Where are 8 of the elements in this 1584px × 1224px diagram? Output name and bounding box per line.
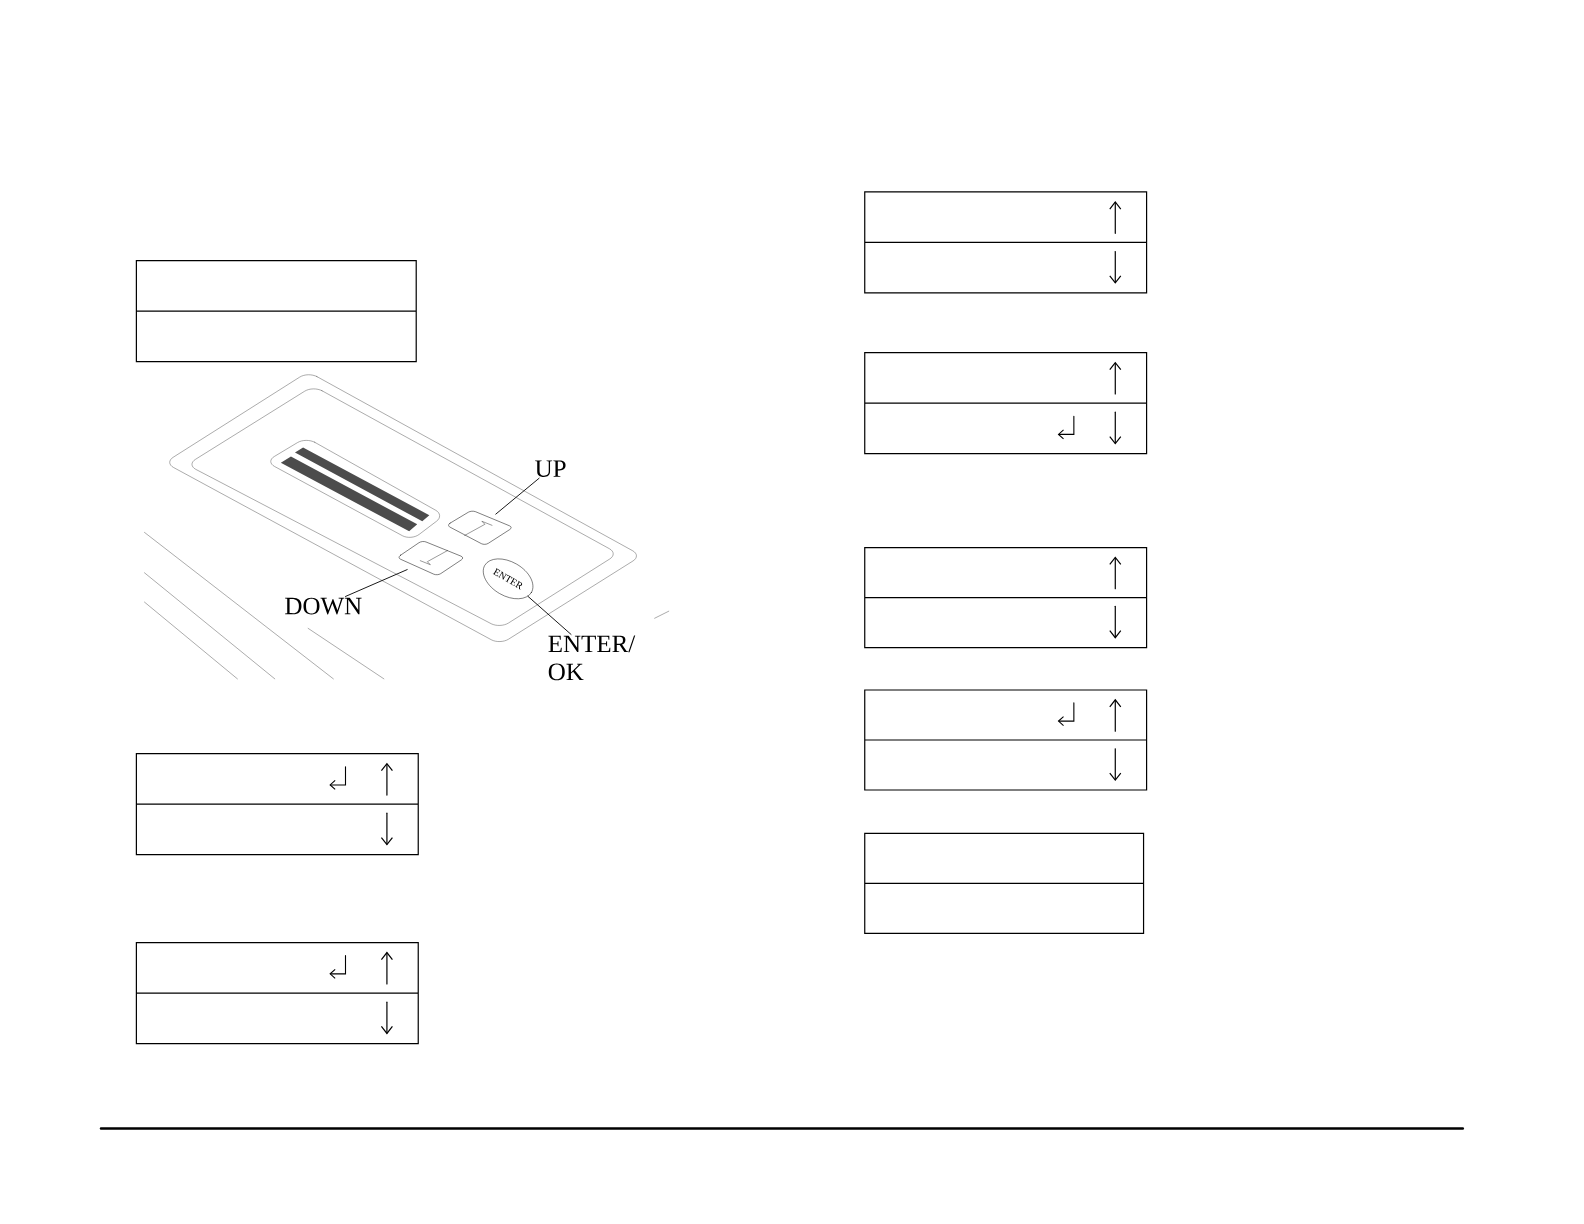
leader-line — [495, 477, 540, 515]
leader-line — [345, 568, 408, 597]
button-label: ENTER/ OK — [548, 635, 636, 681]
button-label: UP — [535, 460, 566, 477]
button-label: DOWN — [285, 597, 362, 615]
arrow-button — [448, 510, 512, 545]
leader-line — [527, 595, 572, 635]
arrow-button — [398, 541, 463, 575]
